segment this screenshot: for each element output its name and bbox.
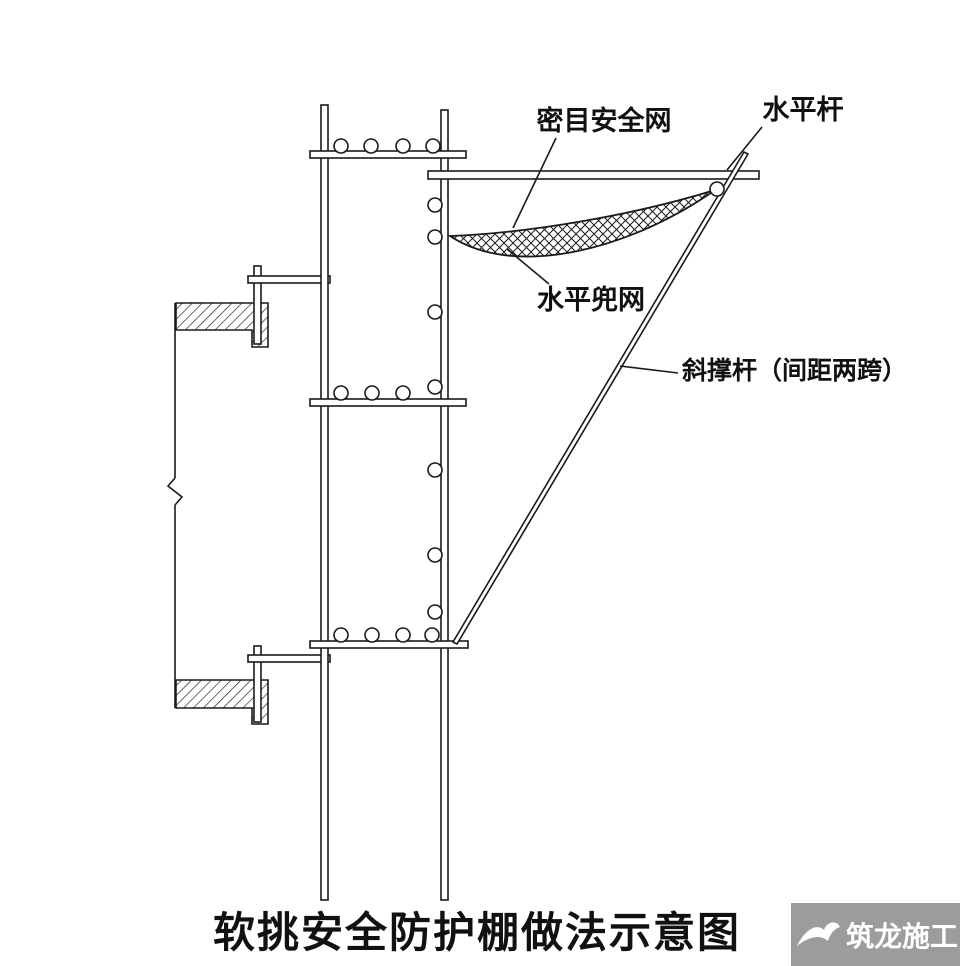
coupler: [424, 627, 440, 643]
watermark-text: 筑龙施工: [846, 921, 958, 952]
cantilever-horizontal-bar: [427, 170, 760, 180]
ledger-bottom: [309, 640, 469, 649]
ledger-middle: [309, 398, 467, 407]
scaffold-ledgers: [309, 150, 469, 649]
lower-tie-beam: [247, 654, 331, 663]
leader-lines: [506, 126, 763, 374]
label-horizontal-bar: 水平杆: [763, 95, 844, 125]
coupler: [427, 304, 443, 320]
coupler: [427, 229, 443, 245]
coupler: [395, 385, 411, 401]
scaffold-pole-left: [320, 104, 329, 901]
leader-mesh-safety-net: [512, 137, 557, 229]
label-catch-net: 水平兜网: [537, 285, 645, 315]
leader-catch-net: [506, 248, 550, 285]
ledger-top: [309, 150, 467, 159]
label-mesh-safety-net: 密目安全网: [537, 105, 672, 136]
diagonal-brace-tube: [451, 150, 750, 646]
coupler-fittings: [333, 138, 725, 643]
coupler: [333, 138, 349, 154]
leader-diagonal-brace: [619, 365, 679, 374]
upper-tie-beam: [247, 275, 331, 284]
coupler: [427, 604, 443, 620]
coupler: [363, 138, 379, 154]
upper-anchor-post: [253, 265, 262, 345]
coupler: [364, 627, 380, 643]
coupler: [364, 385, 380, 401]
coupler: [427, 379, 443, 395]
wall-break-symbol: [166, 477, 184, 506]
scaffold-pole-right: [440, 109, 449, 901]
label-diagonal-brace: 斜撑杆（间距两跨）: [681, 356, 907, 385]
coupler: [427, 547, 443, 563]
coupler: [427, 197, 443, 213]
diagram-title: 软挑安全防护棚做法示意图: [213, 909, 741, 956]
coupler: [427, 462, 443, 478]
bird-logo-icon: [797, 922, 840, 946]
coupler: [333, 385, 349, 401]
scaffold-standards: [320, 104, 449, 901]
watermark-logo: 筑龙施工: [791, 903, 960, 966]
lower-anchor-post: [253, 645, 262, 723]
coupler: [333, 627, 349, 643]
coupler: [395, 138, 411, 154]
coupler: [425, 138, 441, 154]
building-wall: [166, 265, 331, 725]
upper-floor-slab: [175, 302, 269, 348]
lower-floor-slab: [175, 679, 269, 725]
leader-horizontal-bar: [726, 126, 763, 171]
junction-coupler: [709, 181, 725, 197]
coupler: [395, 627, 411, 643]
